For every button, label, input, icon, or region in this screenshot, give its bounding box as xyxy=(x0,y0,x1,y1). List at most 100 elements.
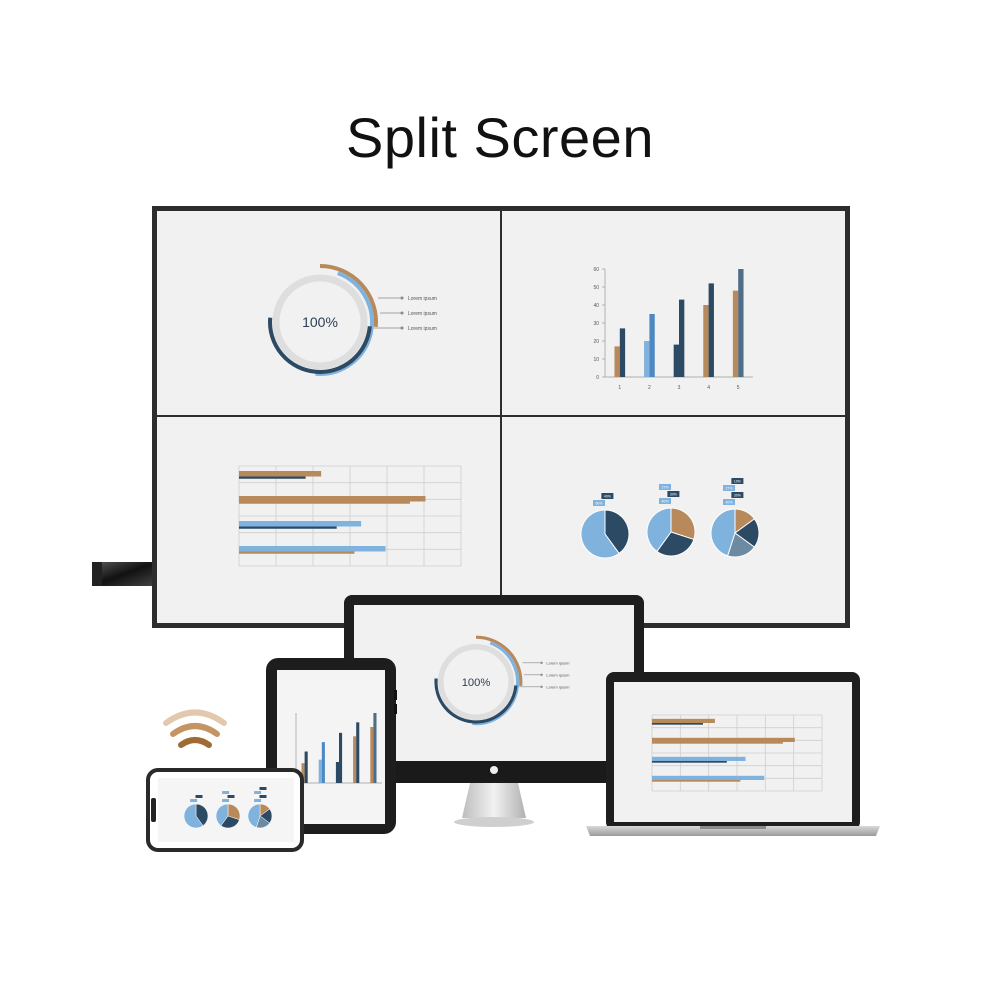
donut-arc-navy xyxy=(268,317,372,374)
donut-legend-label: Lorem ipsum xyxy=(546,684,570,689)
pie-label-tag xyxy=(723,499,735,505)
pie-label-tag xyxy=(731,478,744,484)
hbar xyxy=(239,526,337,529)
donut-legend-label: Lorem ipsum xyxy=(408,296,437,302)
pie-slice xyxy=(580,509,620,559)
pie-label: 60% xyxy=(595,502,602,506)
bar xyxy=(339,732,343,783)
donut-track xyxy=(437,643,514,720)
pie-slice xyxy=(670,507,696,541)
hbar xyxy=(239,476,306,479)
y-tick-label: 30 xyxy=(593,321,599,327)
donut-center-label: 100% xyxy=(302,314,338,330)
pie-slice xyxy=(604,509,630,555)
pie-label-tag xyxy=(227,795,235,798)
donut-arc-navy xyxy=(434,678,518,724)
pie-label-tag xyxy=(259,787,267,790)
bar xyxy=(304,751,308,783)
pie-label: 40% xyxy=(725,501,732,505)
pie-label-tag xyxy=(723,485,735,491)
bar xyxy=(673,344,679,377)
pie-label: 27% xyxy=(725,487,732,491)
donut-legend-label: Lorem ipsum xyxy=(408,311,437,317)
x-tick-label: 3 xyxy=(678,385,681,391)
hbar xyxy=(652,718,715,723)
donut-legend-label: Lorem ipsum xyxy=(408,326,437,332)
wifi-icon xyxy=(163,709,227,748)
pie-label-tag xyxy=(593,500,605,506)
donut-legend-label: Lorem ipsum xyxy=(546,672,570,677)
bar xyxy=(373,713,377,783)
bar xyxy=(679,299,685,377)
y-tick-label: 10 xyxy=(593,357,599,363)
pie-slice xyxy=(646,507,672,553)
pie-label-tag xyxy=(254,799,262,802)
hbar xyxy=(652,722,703,725)
pie-slice xyxy=(183,803,204,829)
pie-label-tag xyxy=(731,492,744,498)
pie-slice xyxy=(195,803,209,827)
pie-label-tag xyxy=(190,799,198,802)
bar xyxy=(353,736,357,783)
hbar xyxy=(239,546,386,552)
phone-pie-charts xyxy=(183,787,273,829)
hbar xyxy=(652,756,746,761)
bar xyxy=(708,283,714,377)
hbar xyxy=(652,741,783,744)
bar xyxy=(619,328,626,377)
x-tick-label: 5 xyxy=(737,385,740,391)
pie-label-tag xyxy=(659,498,671,504)
bar xyxy=(738,269,744,377)
horizontal-bar-chart xyxy=(238,465,462,567)
pie-label-tag xyxy=(195,795,203,798)
bar xyxy=(614,346,620,377)
donut-legend-label: Lorem ipsum xyxy=(546,660,570,665)
bar xyxy=(649,314,655,377)
x-tick-label: 4 xyxy=(707,385,710,391)
hbar xyxy=(652,760,727,763)
hbar xyxy=(652,775,765,780)
pie-label-tag xyxy=(222,799,230,802)
hbar xyxy=(239,551,355,554)
bar xyxy=(644,341,650,377)
donut-legend-dot xyxy=(540,673,543,676)
y-tick-label: 50 xyxy=(593,285,599,291)
pie-slice xyxy=(247,803,261,828)
x-tick-label: 2 xyxy=(648,385,651,391)
bar xyxy=(321,742,325,783)
bar xyxy=(732,290,739,377)
y-tick-label: 60 xyxy=(593,267,599,273)
large-display xyxy=(152,206,850,628)
x-tick-label: 1 xyxy=(618,385,621,391)
pie-label: 40% xyxy=(604,495,611,499)
donut-legend-dot xyxy=(400,311,404,315)
y-tick-label: 0 xyxy=(596,375,599,381)
pie-label-tag xyxy=(659,484,671,490)
hdmi-dongle-icon xyxy=(92,562,156,586)
donut-legend-dot xyxy=(400,296,404,300)
donut-arc-tan xyxy=(319,264,378,328)
hbar xyxy=(239,501,410,504)
pie-label: 10% xyxy=(734,480,741,484)
pie-label-tag xyxy=(259,795,267,798)
bar xyxy=(335,762,339,783)
laptop xyxy=(586,672,880,836)
pie-label-tag xyxy=(667,491,680,497)
hbar xyxy=(239,496,426,502)
bar xyxy=(301,763,305,783)
y-tick-label: 20 xyxy=(593,339,599,345)
hbar xyxy=(239,521,362,527)
pie-label-tag xyxy=(254,791,262,794)
bar xyxy=(318,759,322,783)
donut-legend-dot xyxy=(400,326,404,330)
donut-arc-tan xyxy=(475,635,523,687)
bar xyxy=(356,722,360,783)
pie-charts: 60%40%40%30%27%40%30%27%10% xyxy=(580,478,760,559)
hbar xyxy=(652,737,795,742)
hbar xyxy=(239,471,322,477)
power-button-icon xyxy=(490,766,498,774)
